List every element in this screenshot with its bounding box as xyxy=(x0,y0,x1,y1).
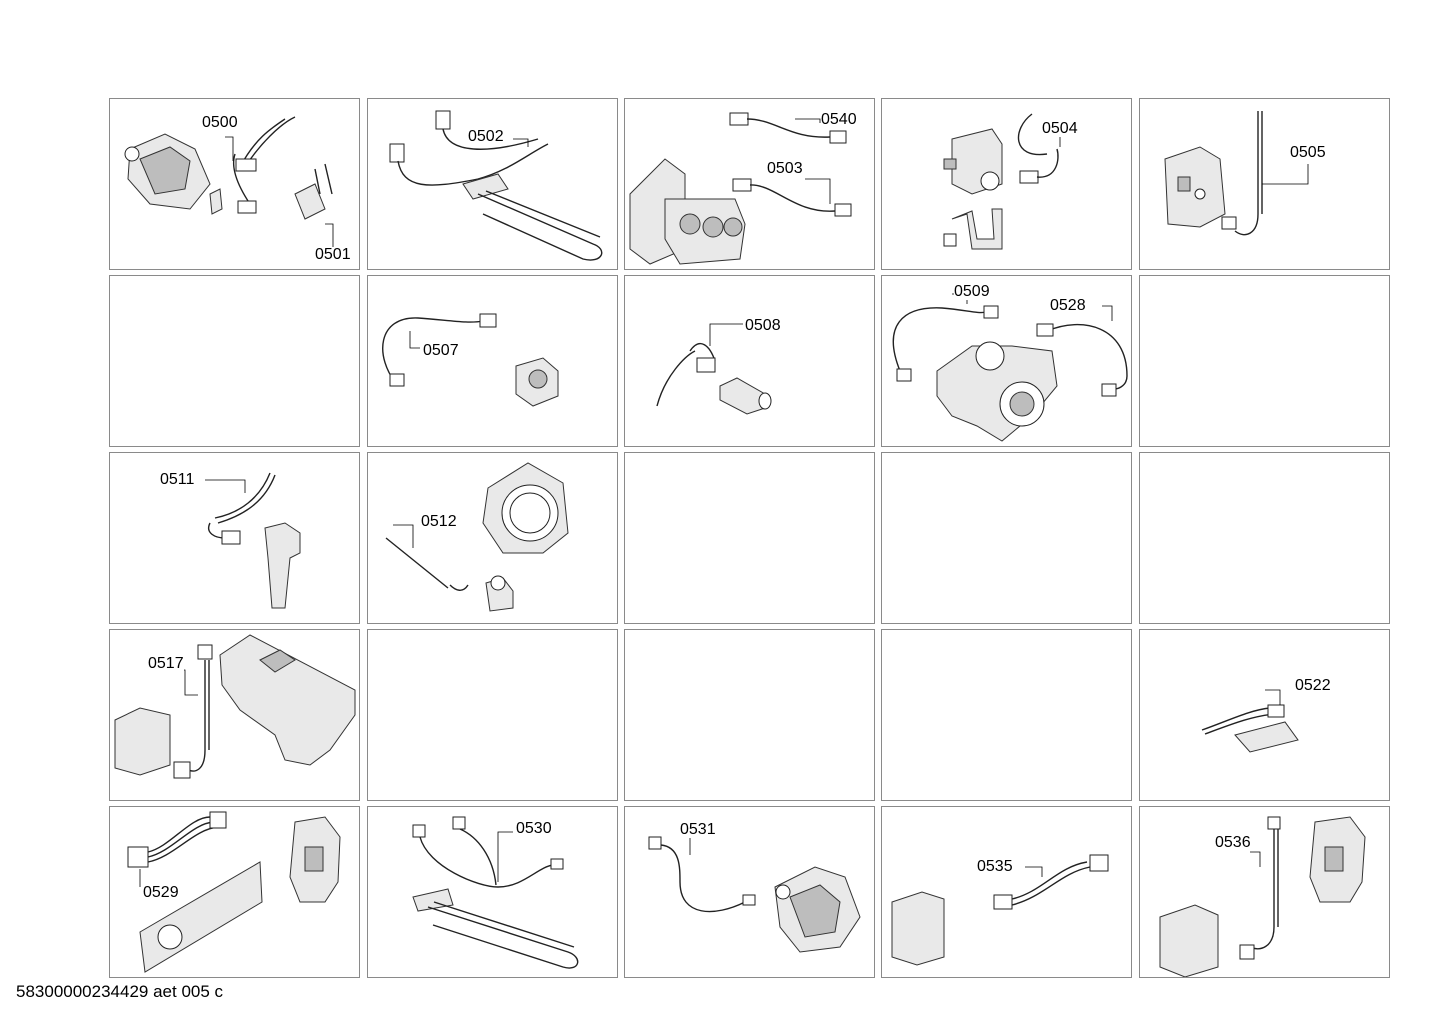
part-label-0535: 0535 xyxy=(977,858,1013,875)
part-label-0512: 0512 xyxy=(421,513,457,530)
part-label-0536: 0536 xyxy=(1215,834,1251,851)
inlet-valve-drawing xyxy=(943,113,1061,250)
panel-r5c3: 0531 xyxy=(624,806,875,978)
panel-r3c2: 0512 xyxy=(367,452,618,624)
part-label-0530: 0530 xyxy=(516,820,552,837)
panel-r5c2: 0530 xyxy=(367,806,618,978)
panel-r3c3 xyxy=(624,452,875,624)
panel-r5c5: 0536 xyxy=(1139,806,1390,978)
panel-r4c3 xyxy=(624,629,875,801)
part-label-0508: 0508 xyxy=(745,317,781,334)
part-label-0504: 0504 xyxy=(1042,120,1078,137)
valve-harness-drawing xyxy=(629,112,852,265)
part-label-0531: 0531 xyxy=(680,821,716,838)
panel-r3c1: 0511 xyxy=(109,452,360,624)
document-id: 58300000234429 aet 005 c xyxy=(16,982,224,1001)
module-harness-drawing xyxy=(891,854,1109,966)
panel-r4c5: 0522 xyxy=(1139,629,1390,801)
panel-r5c4: 0535 xyxy=(881,806,1132,978)
panel-r2c1 xyxy=(109,275,360,447)
motor-harness-drawing xyxy=(124,116,334,247)
panel-r3c4 xyxy=(881,452,1132,624)
part-label-0528: 0528 xyxy=(1050,297,1086,314)
sensor-board-drawing xyxy=(1201,689,1299,753)
part-label-0529: 0529 xyxy=(143,884,179,901)
part-label-0522: 0522 xyxy=(1295,677,1331,694)
door-lock-drawing xyxy=(1164,111,1309,236)
heater-harness-drawing xyxy=(389,110,603,261)
part-label-0505: 0505 xyxy=(1290,144,1326,161)
ntc-sensor-drawing xyxy=(656,323,772,415)
panel-r2c3: 0508 xyxy=(624,275,875,447)
sensor-harness-drawing xyxy=(382,313,559,407)
part-label-0500: 0500 xyxy=(202,114,238,131)
module-display-harness-drawing xyxy=(1159,816,1366,977)
display-board-drawing xyxy=(127,811,341,973)
part-label-0502: 0502 xyxy=(468,128,504,145)
part-label-0507: 0507 xyxy=(423,342,459,359)
control-module-drawing xyxy=(114,634,356,779)
panel-r4c2 xyxy=(367,629,618,801)
panel-r2c4: 0509 0528 xyxy=(881,275,1132,447)
bearing-housing-drawing xyxy=(385,462,569,612)
heater-harness-drawing-2 xyxy=(412,816,579,969)
panel-r1c1: 0500 0501 xyxy=(109,98,360,270)
panel-r4c1: 0517 xyxy=(109,629,360,801)
panel-r2c5 xyxy=(1139,275,1390,447)
panel-r2c2: 0507 xyxy=(367,275,618,447)
panel-r1c3: 0540 0503 xyxy=(624,98,875,270)
panel-r3c5 xyxy=(1139,452,1390,624)
part-label-0517: 0517 xyxy=(148,655,184,672)
panel-r1c4: 0504 xyxy=(881,98,1132,270)
panel-r1c2: 0502 xyxy=(367,98,618,270)
panel-r1c5: 0505 xyxy=(1139,98,1390,270)
part-label-0511: 0511 xyxy=(160,471,195,488)
pressure-sensor-drawing xyxy=(205,472,301,609)
panel-r4c4 xyxy=(881,629,1132,801)
drain-pump-drawing xyxy=(892,293,1128,442)
motor-harness-drawing-2 xyxy=(648,836,861,953)
part-label-0503: 0503 xyxy=(767,160,803,177)
part-label-0501: 0501 xyxy=(315,246,351,263)
part-label-0540: 0540 xyxy=(821,111,857,128)
panel-r5c1: 0529 xyxy=(109,806,360,978)
part-label-0509: 0509 xyxy=(954,283,990,300)
